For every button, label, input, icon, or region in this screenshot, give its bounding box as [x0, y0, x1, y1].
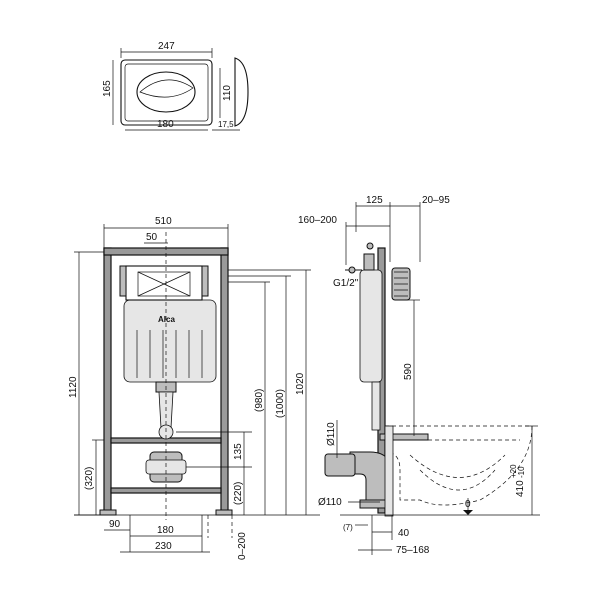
dim-410: 410: [515, 480, 526, 497]
dim-1020: 1020: [295, 372, 306, 395]
front-view: Alca 510 50 1120 (320) (980) (1000): [68, 216, 320, 560]
dim-160-200: 160–200: [298, 215, 337, 226]
alca-logo: Alca: [158, 315, 175, 324]
frame-left-post: [103, 247, 112, 514]
dim-247: 247: [158, 41, 175, 52]
flush-plate-inner: [124, 63, 209, 122]
flush-plate-outline: [120, 59, 213, 126]
dim-75-168: 75–168: [396, 545, 430, 556]
side-cistern: [359, 269, 383, 383]
flush-plate-view: 247 165 110 180 17,5: [102, 41, 249, 131]
flush-button-split: [139, 79, 194, 98]
dim-40: 40: [398, 528, 410, 539]
dim-180-front: 180: [157, 525, 174, 536]
dim-1120: 1120: [68, 376, 79, 398]
thread-g12: G1/2": [333, 278, 359, 289]
dim-0-200: 0–200: [237, 532, 248, 560]
dim-50: 50: [146, 232, 158, 243]
dim-230: 230: [155, 541, 172, 552]
dim-125: 125: [366, 195, 383, 206]
flush-plate-profile: [234, 57, 249, 127]
dim-110: 110: [222, 85, 233, 101]
dim-90: 90: [109, 519, 121, 530]
frame-foot-right: [215, 509, 233, 516]
side-view: 125 20–95 160–200 G1/2" 590 Ø110 Ø110 (7…: [298, 195, 540, 556]
dim-7: (7): [343, 523, 353, 532]
dim-590: 590: [403, 363, 414, 380]
dim-d110-top: Ø110: [326, 422, 337, 446]
dim-410-tol-minus: -10: [517, 466, 526, 478]
waste-connector: [324, 453, 356, 477]
dim-20-95: 20–95: [422, 195, 450, 206]
dim-17-5: 17,5: [218, 120, 234, 129]
flush-opening-inner: [137, 271, 191, 297]
frame-right-post: [220, 247, 229, 514]
dim-1000: (1000): [275, 389, 286, 418]
frame-foot-left: [99, 509, 117, 516]
dim-180-plate: 180: [157, 119, 174, 130]
dim-510: 510: [155, 216, 172, 227]
flush-opening: [125, 265, 203, 301]
dim-135: 135: [233, 443, 244, 460]
dim-d110-bottom: Ø110: [318, 497, 342, 508]
dim-320: (320): [84, 467, 95, 490]
floor-zero: 0: [465, 499, 471, 510]
flush-button-outer: [136, 71, 196, 113]
toilet-bowl: [384, 425, 533, 506]
dim-410-tol-plus: +20: [509, 464, 518, 478]
dim-980: (980): [254, 389, 265, 412]
dim-165: 165: [102, 80, 113, 97]
dim-220: (220): [233, 482, 244, 505]
